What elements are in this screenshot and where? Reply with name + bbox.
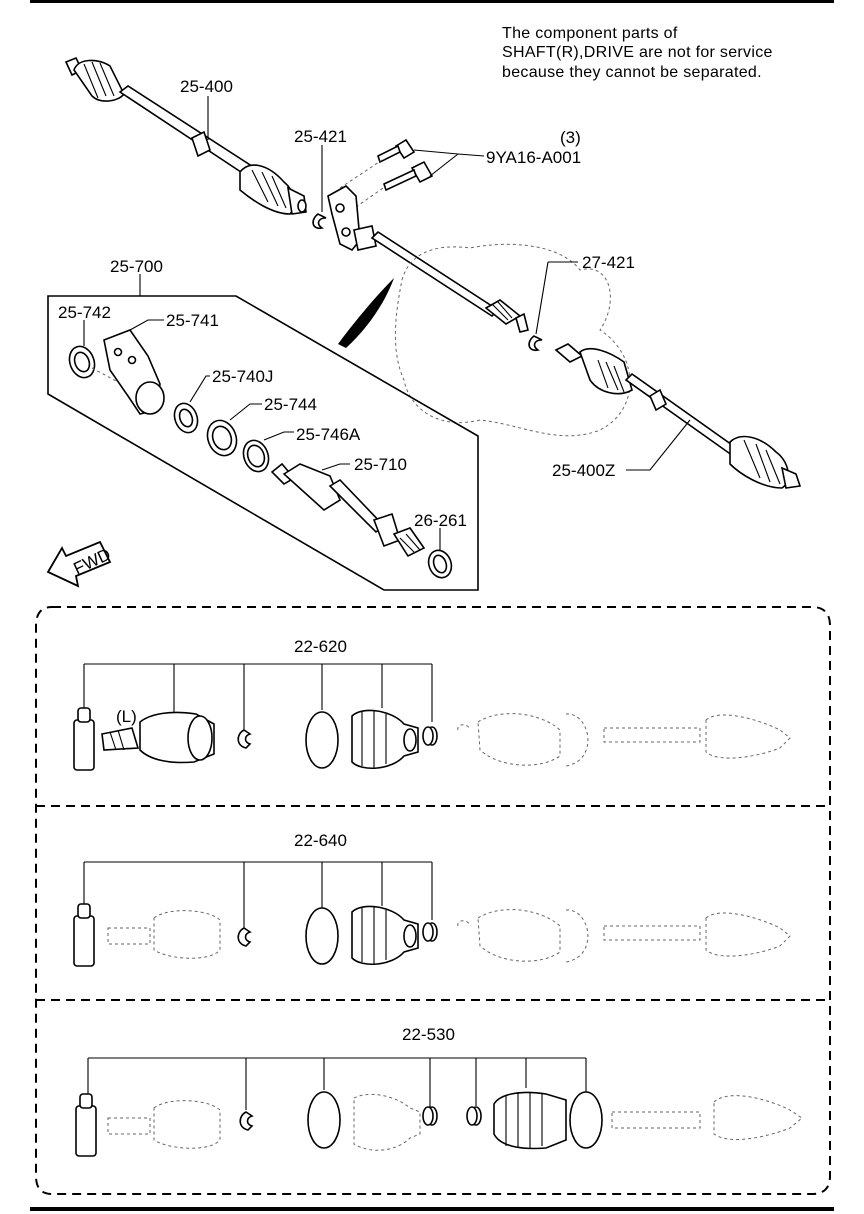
label-22-640: 22-640: [294, 831, 347, 850]
note-line-2: SHAFT(R),DRIVE are not for service: [502, 44, 773, 61]
intermediate-shaft-spline: [484, 299, 522, 325]
kit-row-22-640: 22-640: [73, 831, 791, 967]
shaft-25-710: [270, 462, 426, 558]
left-drive-shaft: [64, 56, 307, 215]
kit-row-22-620: 22-620 (L): [73, 637, 791, 771]
label-27-421: 27-421: [582, 253, 635, 272]
label-25-421: 25-421: [294, 127, 347, 146]
bracket-25-741: [103, 329, 165, 415]
label-9ya16: 9YA16-A001: [486, 148, 581, 167]
label-25-744: 25-744: [264, 395, 317, 414]
leader-9ya16: [413, 149, 485, 177]
label-25-741: 25-741: [166, 311, 219, 330]
label-25-746a: 25-746A: [296, 425, 361, 444]
label-9ya16-qty: (3): [560, 128, 581, 147]
label-25-400z: 25-400Z: [552, 461, 615, 480]
leader-25-400z: [626, 419, 691, 471]
bolts-9ya16: [339, 138, 434, 215]
clip-25-421: [312, 213, 327, 230]
direction-arrow: [338, 278, 394, 348]
leader-25-740j: [189, 375, 210, 403]
leader-25-744: [229, 403, 262, 421]
bearing-bracket: [327, 185, 377, 252]
label-22-530: 22-530: [402, 1025, 455, 1044]
label-25-710: 25-710: [354, 455, 407, 474]
clip-27-421: [528, 335, 543, 352]
label-25-700: 25-700: [110, 257, 163, 276]
right-drive-shaft: [554, 343, 802, 489]
label-25-400: 25-400: [180, 77, 233, 96]
label-25-742: 25-742: [58, 303, 111, 322]
leader-25-710: [321, 463, 350, 471]
label-26-261: 26-261: [414, 511, 467, 530]
label-side-l: (L): [116, 707, 137, 726]
kit-panel-border: [35, 606, 831, 1195]
kit-25-700-frame: [47, 295, 479, 591]
fwd-arrow-icon: FWD: [46, 540, 114, 588]
leader-25-746a: [263, 431, 294, 441]
note-line-1: The component parts of: [502, 25, 678, 42]
note-line-3: because they cannot be separated.: [502, 64, 762, 81]
kit-row-22-530: 22-530: [75, 1025, 803, 1157]
label-22-620: 22-620: [294, 637, 347, 656]
intermediate-shaft: [370, 230, 500, 318]
label-25-740j: 25-740J: [212, 367, 273, 386]
leader-25-741: [129, 319, 164, 331]
leader-27-421: [535, 261, 578, 335]
